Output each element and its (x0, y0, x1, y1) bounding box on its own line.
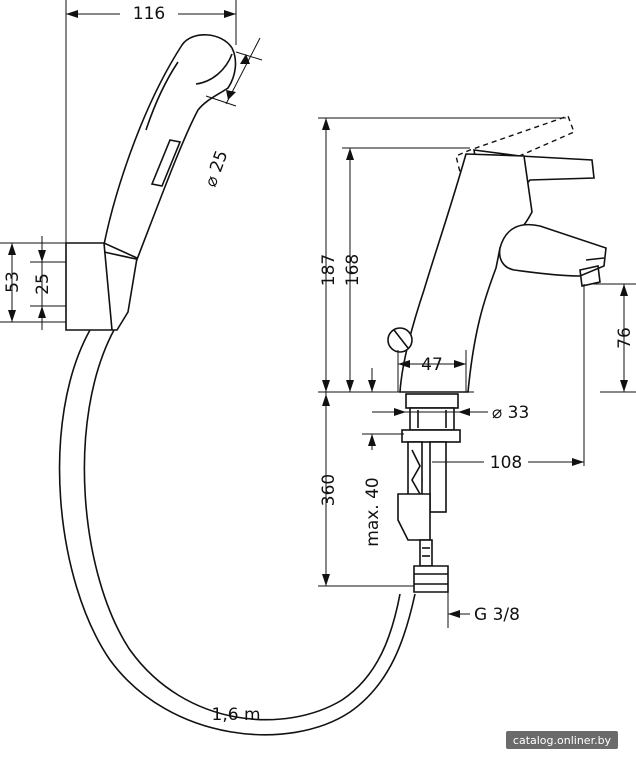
dimension-diameter-25-label: ⌀ 25 (201, 148, 233, 190)
dimension-g-3-8-label: G 3/8 (474, 605, 520, 625)
dimension-47-label: 47 (421, 355, 443, 375)
watermark: catalog.onliner.by (506, 731, 618, 749)
dimension-108: 108 (432, 284, 585, 473)
dimension-108-label: 108 (490, 453, 522, 473)
dimension-360: 360 (318, 392, 414, 587)
basin-mixer (387, 115, 607, 393)
dimension-47: 47 (397, 350, 467, 392)
dimension-360-label: 360 (319, 474, 339, 506)
dimension-168-label: 168 (343, 254, 363, 286)
under-counter-parts (397, 393, 461, 593)
dimension-diameter-33: ⌀ 33 (372, 403, 529, 423)
hand-shower (101, 34, 237, 263)
watermark-text: catalog.onliner.by (513, 734, 612, 747)
dimension-76: 76 (592, 283, 636, 393)
dimension-25-label: 25 (33, 273, 53, 295)
dimension-116: 116 (65, 0, 237, 243)
dimension-max-40-label: max. 40 (363, 477, 383, 546)
dimension-187-label: 187 (319, 254, 339, 286)
dimension-53-25: 53 25 (0, 236, 66, 330)
dimension-187: 187 (318, 117, 566, 392)
dimension-76-label: 76 (615, 327, 635, 349)
dimension-116-label: 116 (133, 4, 165, 24)
dimension-53-label: 53 (3, 271, 23, 293)
dimension-diameter-33-label: ⌀ 33 (492, 403, 529, 423)
dimension-max-40: max. 40 (362, 368, 404, 547)
dimension-168: 168 (342, 147, 470, 392)
hose-length-label: 1,6 m (212, 705, 261, 725)
dimension-g-3-8: G 3/8 (447, 592, 520, 628)
wall-holder (65, 242, 138, 331)
shower-hose (58, 329, 416, 736)
